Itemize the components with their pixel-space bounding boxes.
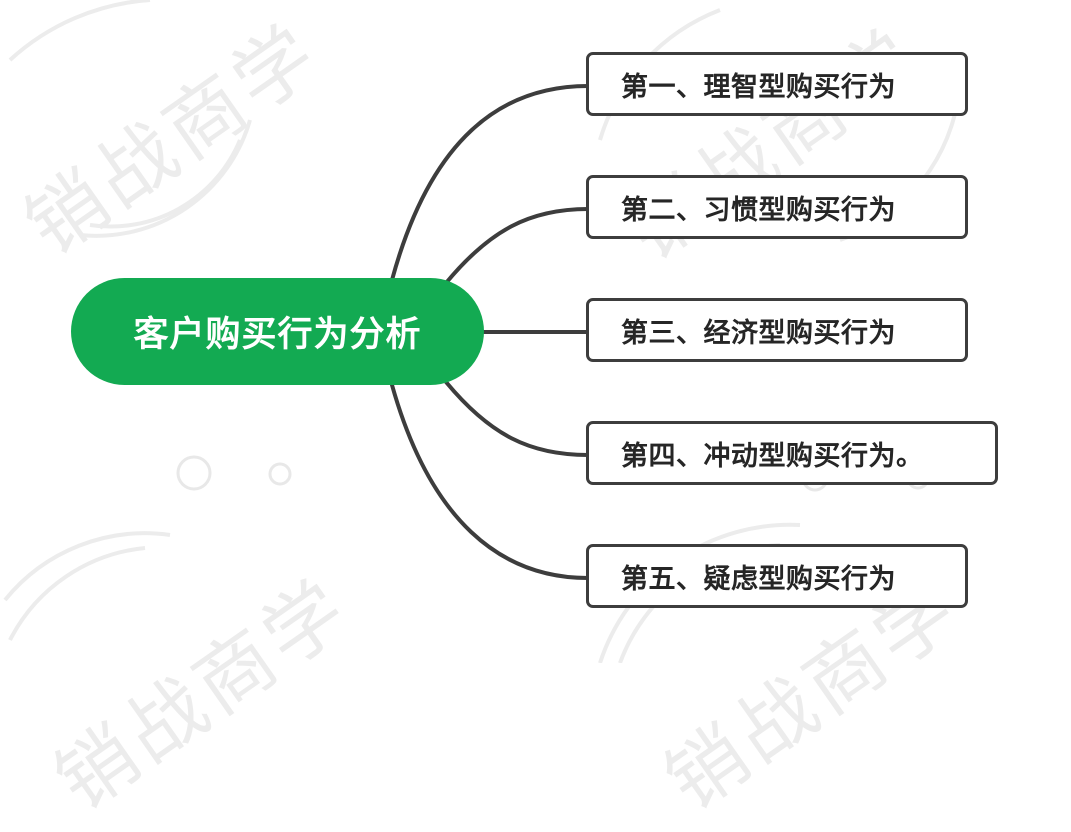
root-node[interactable]: 客户购买行为分析 — [71, 278, 484, 385]
connector-2 — [444, 207, 590, 285]
branch-node-4[interactable]: 第四、冲动型购买行为。 — [586, 421, 998, 485]
branch-node-label: 第三、经济型购买行为 — [621, 317, 896, 349]
connector-4 — [444, 380, 590, 457]
connector-1 — [390, 84, 590, 282]
connector-5 — [390, 383, 590, 580]
root-node-label: 客户购买行为分析 — [133, 315, 422, 355]
branch-node-label: 第四、冲动型购买行为。 — [621, 440, 924, 472]
branch-node-2[interactable]: 第二、习惯型购买行为 — [586, 175, 968, 239]
branch-node-label: 第一、理智型购买行为 — [621, 71, 896, 103]
branch-node-5[interactable]: 第五、疑虑型购买行为 — [586, 544, 968, 608]
connector-lines — [390, 84, 590, 580]
branch-node-3[interactable]: 第三、经济型购买行为 — [586, 298, 968, 362]
branch-node-1[interactable]: 第一、理智型购买行为 — [586, 52, 968, 116]
branch-node-label: 第五、疑虑型购买行为 — [621, 563, 896, 595]
branch-node-label: 第二、习惯型购买行为 — [621, 194, 896, 226]
